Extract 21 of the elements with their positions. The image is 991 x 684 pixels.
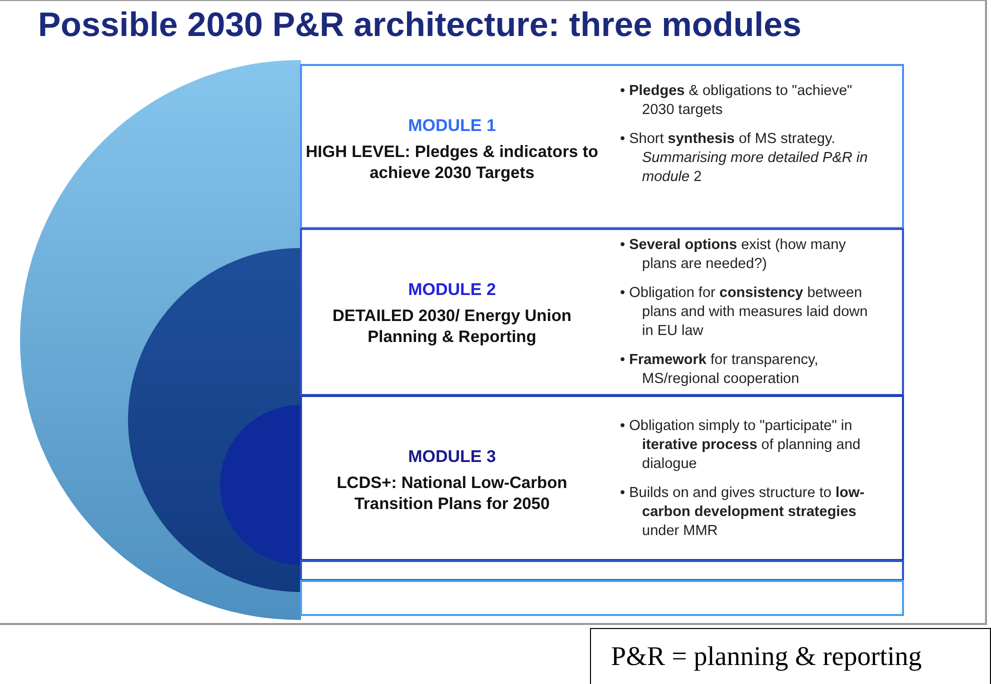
bullet-text: • Several options exist (how many plans are needed?): [620, 236, 847, 274]
module-title: LCDS+: National Low-Carbon Transition Plans for 2050: [336, 473, 568, 515]
module-heading: MODULE 3: [407, 447, 497, 467]
module-title: DETAILED 2030/ Energy Union Planning & Reporting: [332, 306, 572, 348]
title: Possible 2030 P&R architecture: three modules: [38, 6, 802, 45]
strip-box: [300, 580, 904, 616]
module-heading: MODULE 1: [407, 116, 497, 136]
bullet-text: • Framework for transparency, MS/regional cooperation: [620, 351, 820, 389]
module-heading: MODULE 2: [407, 280, 497, 300]
module-box: [300, 228, 904, 396]
module-title: HIGH LEVEL: Pledges & indicators to achieve 2030 Targets: [304, 142, 600, 184]
bullet-text: • Obligation for consistency between plans and with measures laid down in EU law: [620, 284, 869, 341]
bullet-text: • Short synthesis of MS strategy. Summarising more detailed P&R in module 2: [620, 130, 869, 187]
note-box: [590, 628, 991, 684]
module-box: [300, 395, 904, 561]
bullet-text: • Pledges & obligations to "achieve" 2030 targets: [620, 82, 854, 120]
strip-box: [300, 560, 904, 581]
module-box: [300, 64, 904, 229]
bullet-text: • Builds on and gives structure to low-carbon development strategies under MMR: [620, 484, 866, 541]
note-text: P&R = planning & reporting: [611, 641, 922, 672]
bullet-text: • Obligation simply to "participate" in iterative process of planning and dialogue: [620, 417, 862, 474]
